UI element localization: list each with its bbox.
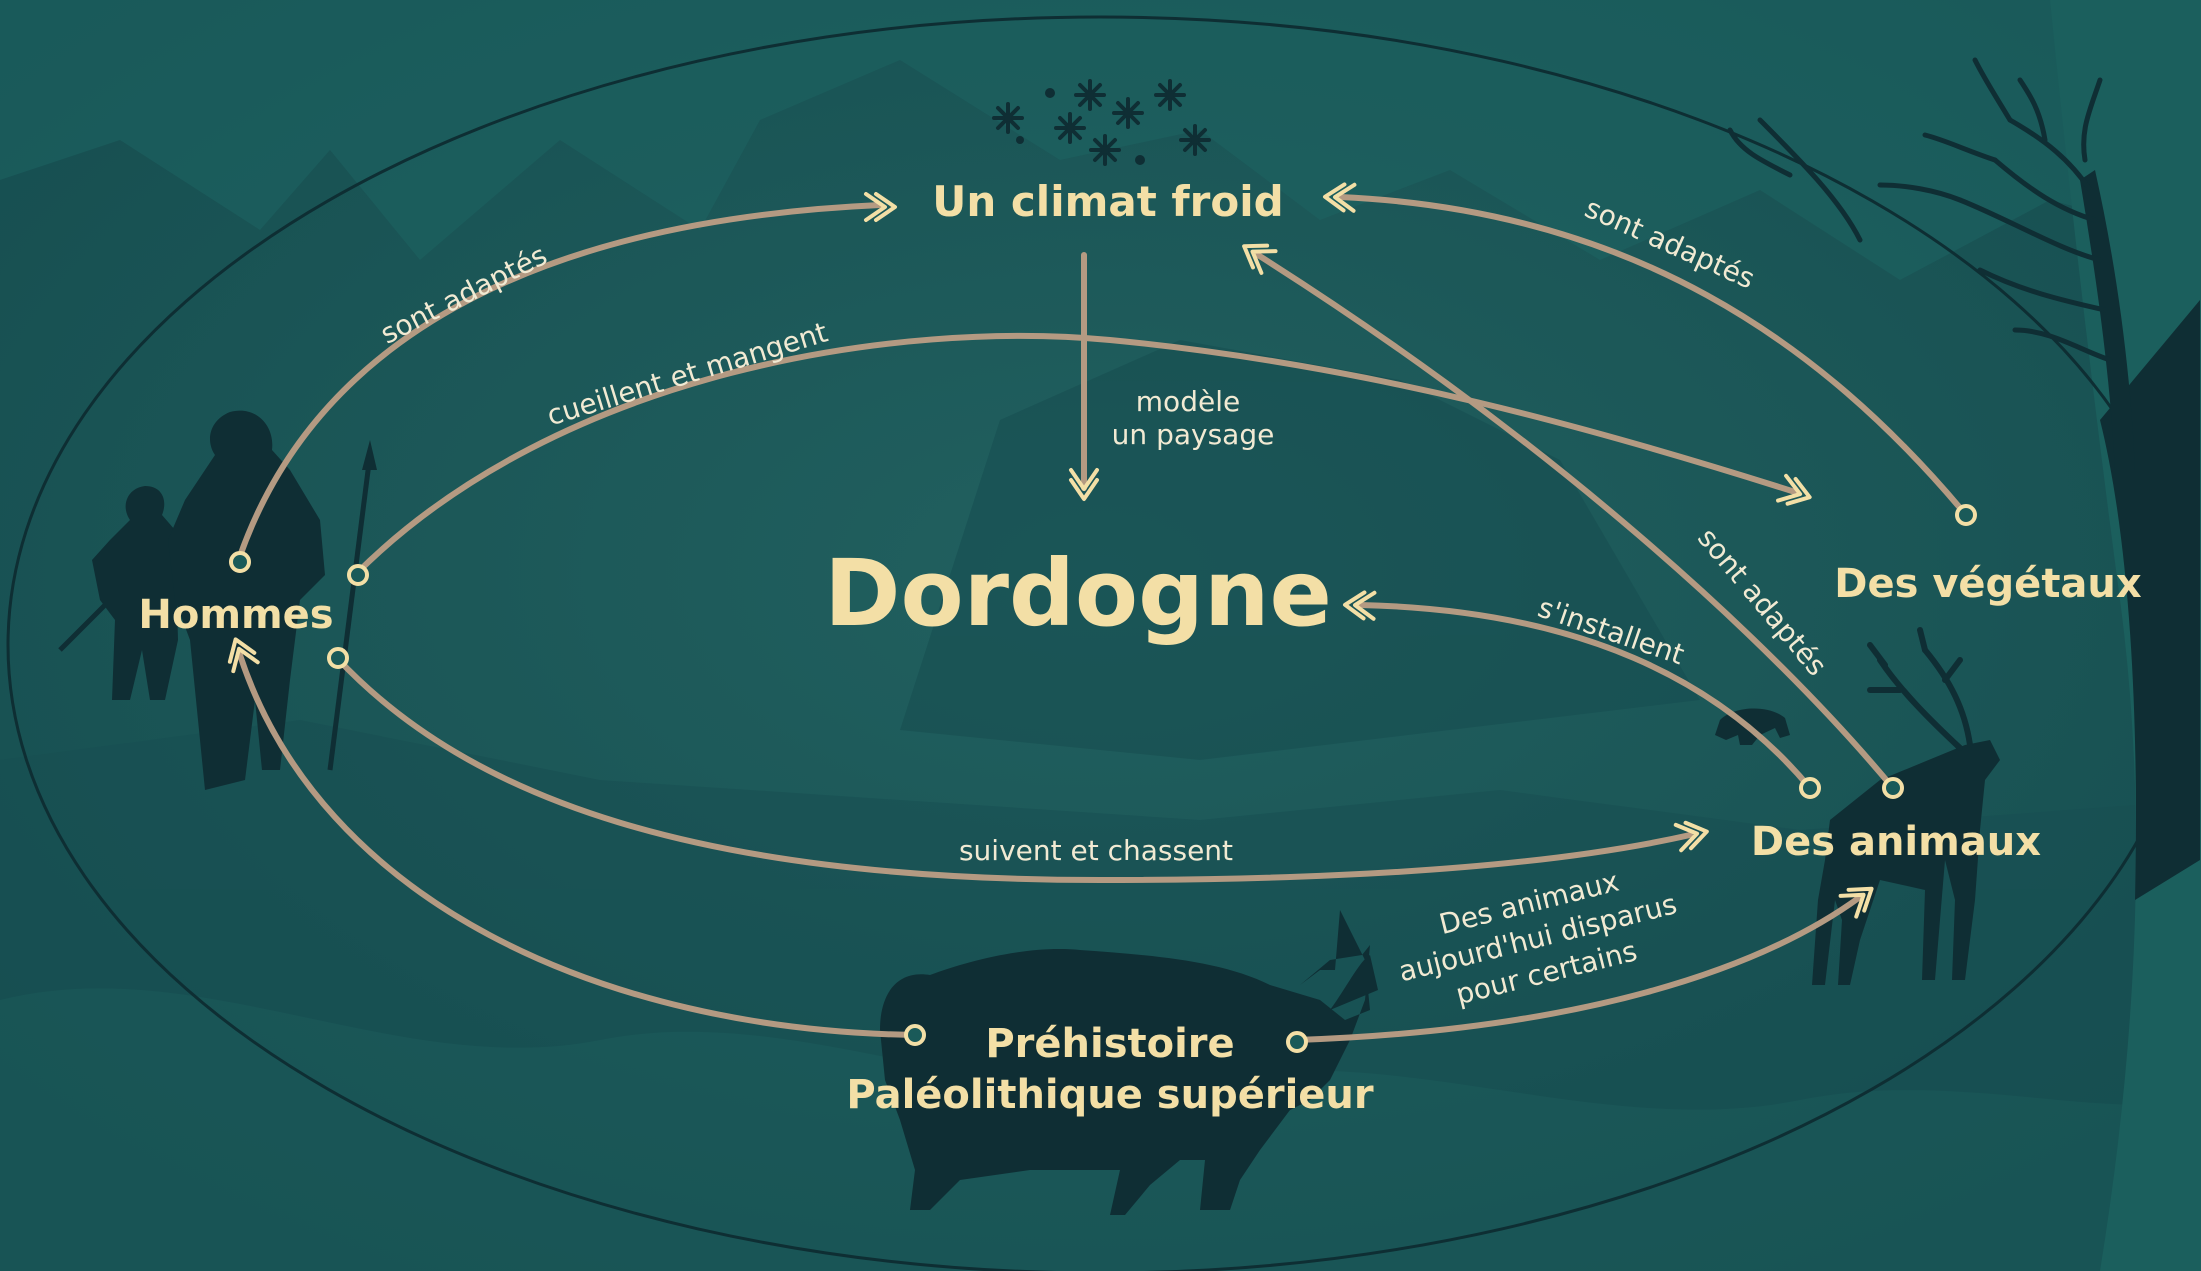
snowflakes-icon — [992, 79, 1211, 166]
reindeer-silhouette — [1812, 627, 2000, 985]
arrow-humans-plants — [353, 332, 1798, 577]
label-humans-animals: suivent et chassent — [959, 834, 1233, 867]
arrow-humans-animals — [334, 655, 1693, 884]
arrow-plants-climate — [1337, 194, 1969, 518]
background-right-forest — [2050, 0, 2201, 1271]
tree-silhouette — [1727, 57, 2200, 900]
arrow-prehistory-animals — [1294, 894, 1863, 1043]
relation-arrows — [237, 194, 1969, 1043]
arrow-animals-climate — [1255, 252, 1896, 791]
node-dordogne: Dordogne — [824, 540, 1332, 647]
arrow-prehistory-humans — [237, 652, 918, 1038]
arrow-origins — [229, 504, 1977, 1053]
human-silhouettes — [58, 410, 377, 790]
label-climate-dordogne-line2: un paysage — [1112, 418, 1275, 451]
node-prehistory-line1: Préhistoire — [985, 1021, 1234, 1067]
node-animals: Des animaux — [1751, 819, 2041, 865]
node-climate: Un climat froid — [932, 177, 1283, 226]
label-climate-dordogne-line1: modèle — [1136, 385, 1240, 418]
node-plants: Des végétaux — [1834, 561, 2142, 607]
arrow-animals-dordogne — [1357, 602, 1813, 791]
arrow-humans-climate — [237, 202, 883, 559]
rhinoceros-silhouette — [880, 910, 1378, 1215]
node-humans: Hommes — [138, 592, 333, 638]
node-prehistory-line2: Paléolithique supérieur — [846, 1072, 1374, 1118]
